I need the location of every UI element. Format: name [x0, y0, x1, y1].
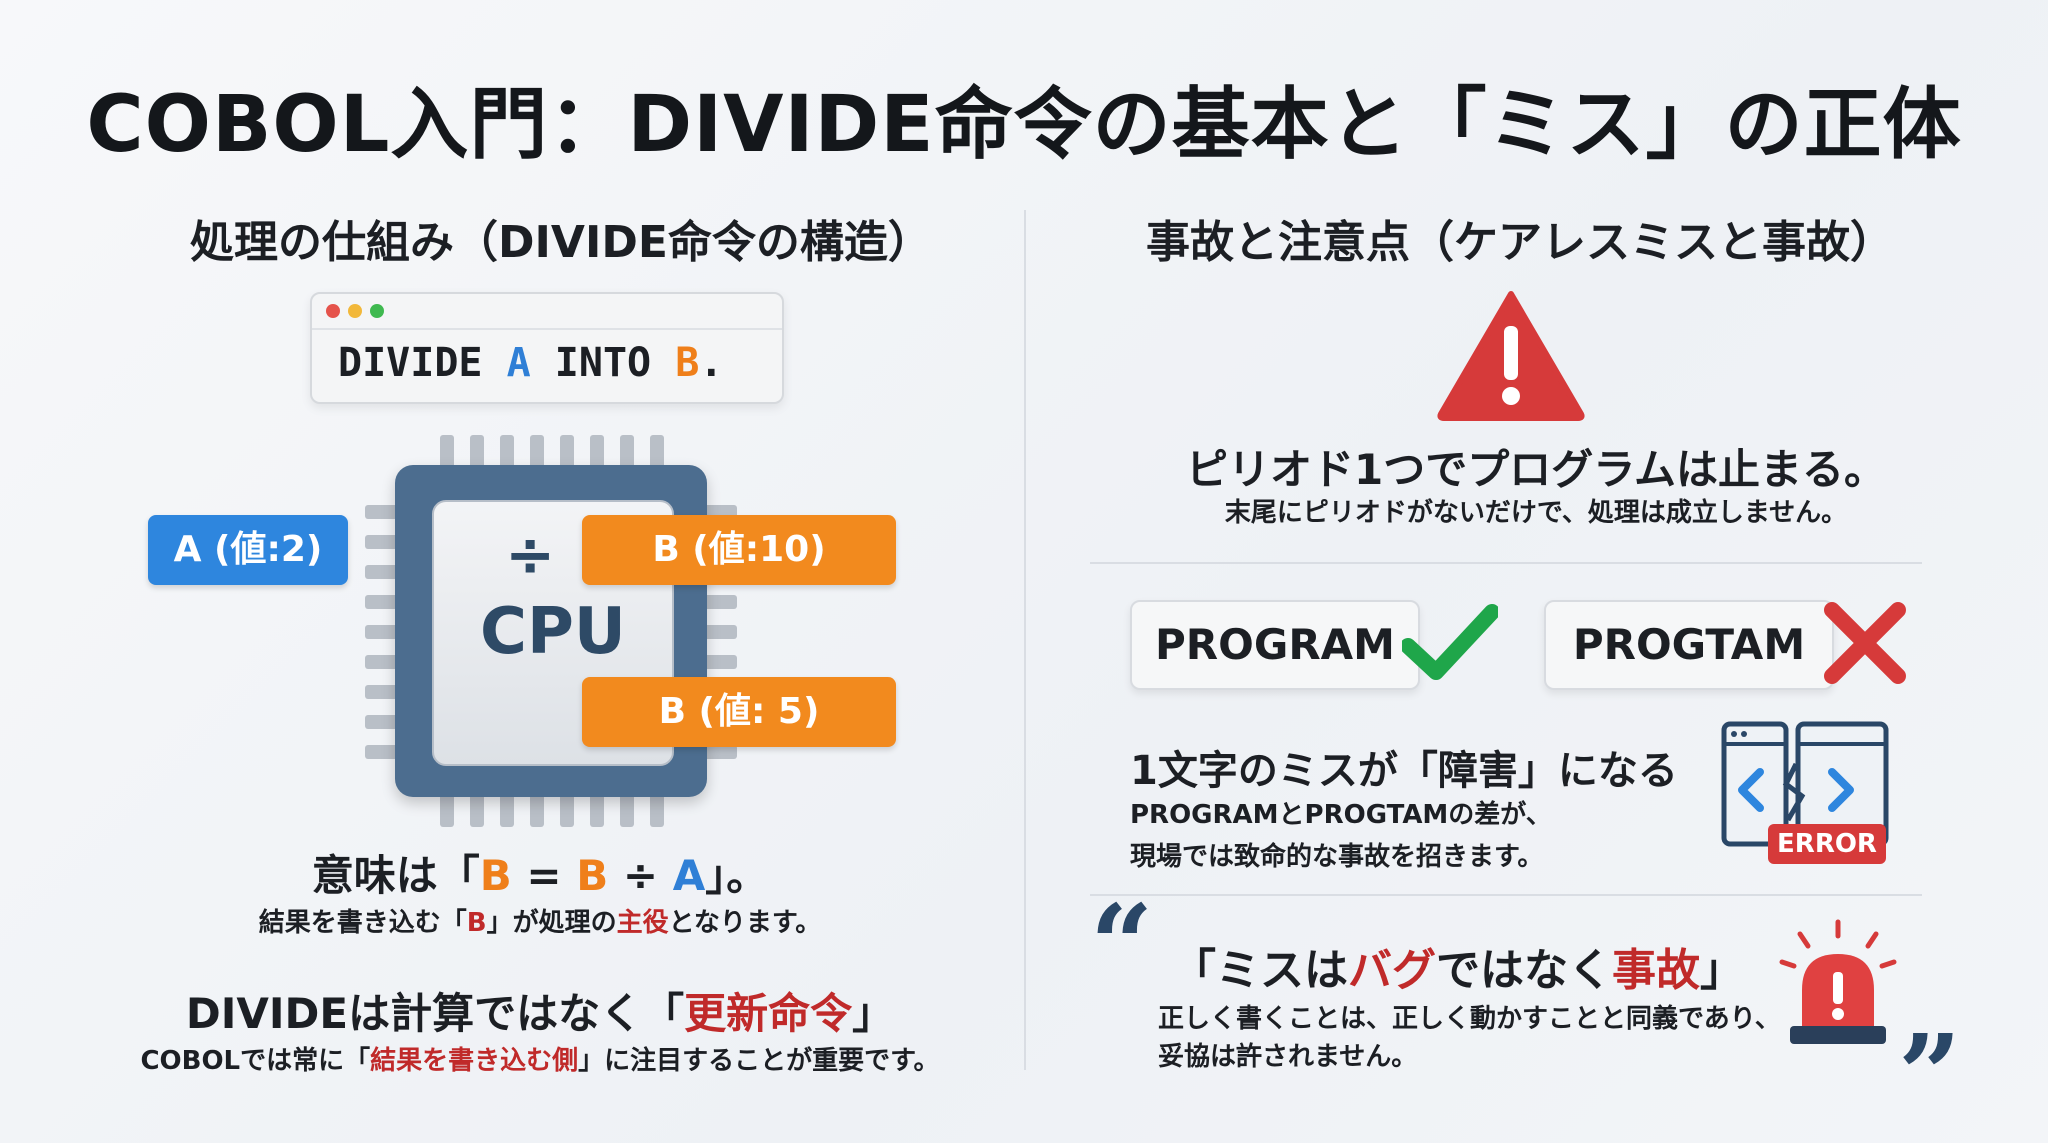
quote-highlight-bug: バグ — [1348, 945, 1436, 996]
update-highlight: 更新命令 — [684, 989, 853, 1038]
update-sub-post: 」に注目することが重要です。 — [578, 1046, 940, 1076]
code-statement: DIVIDE A INTO B. — [338, 340, 723, 386]
update-sub-pre: COBOLでは常に「 — [140, 1046, 371, 1076]
update-subtext: COBOLでは常に「結果を書き込む側」に注目することが重要です。 — [0, 1040, 1080, 1077]
cpu-label: CPU — [480, 595, 626, 669]
meaning-b1: B — [479, 851, 512, 900]
code-period: . — [699, 340, 724, 386]
quote-post: 」 — [1700, 945, 1744, 996]
warning-icon — [1436, 288, 1586, 426]
meaning-sub-post: となります。 — [668, 908, 822, 938]
meaning-pre: 意味は「 — [311, 851, 480, 900]
left-section-heading: 処理の仕組み（DIVIDE命令の構造） — [190, 217, 932, 268]
alarm-siren-icon — [1778, 918, 1898, 1062]
right-divider-1 — [1090, 562, 1922, 564]
update-heading: DIVIDEは計算ではなく「更新命令」 — [0, 980, 1080, 1041]
check-icon — [1400, 604, 1500, 688]
meaning-post: 」。 — [705, 851, 769, 900]
column-divider — [1024, 210, 1026, 1070]
right-divider-2 — [1090, 894, 1922, 896]
word-correct-box: PROGRAM — [1130, 600, 1420, 690]
cross-icon — [1822, 600, 1908, 690]
quote-mid: ではなく — [1436, 945, 1612, 996]
code-window-titlebar — [312, 294, 782, 330]
quote-subtext-2: 妥協は許されません。 — [1158, 1042, 1418, 1072]
meaning-heading: 意味は「B = B ÷ A」。 — [0, 842, 1080, 903]
meaning-div: ÷ — [608, 851, 673, 900]
meaning-b2: B — [576, 851, 609, 900]
operand-a-tag: A (値:2) — [148, 515, 348, 585]
quote-pre: 「ミスは — [1172, 945, 1348, 996]
broken-code-error-icon: ERROR — [1720, 720, 1890, 870]
quote-highlight-accident: 事故 — [1612, 945, 1700, 996]
code-keyword-into: INTO — [554, 340, 652, 386]
typo-subtext-1: PROGRAMとPROGTAMの差が、 — [1130, 800, 1552, 830]
cpu-chip-illustration — [365, 435, 737, 827]
quote-subtext-1: 正しく書くことは、正しく動かすことと同義であり、 — [1158, 1004, 1781, 1034]
minimize-dot-icon — [348, 304, 362, 318]
typo-heading: 1文字のミスが「障害」になる — [1130, 748, 1678, 794]
code-keyword-divide: DIVIDE — [338, 340, 483, 386]
code-operand-a: A — [506, 340, 531, 386]
operand-b-after-tag: B (値: 5) — [582, 677, 896, 747]
right-section-heading: 事故と注意点（ケアレスミスと事故） — [1146, 217, 1894, 268]
divide-icon: ÷ — [505, 520, 556, 590]
close-quote-icon: ” — [1898, 1010, 1962, 1139]
maximize-dot-icon — [370, 304, 384, 318]
error-badge: ERROR — [1768, 824, 1886, 864]
meaning-sub-mid: 」が処理の — [486, 908, 617, 938]
meaning-sub-b: B — [466, 908, 487, 938]
code-operand-b: B — [675, 340, 700, 386]
meaning-subtext: 結果を書き込む「B」が処理の主役となります。 — [0, 902, 1080, 939]
meaning-a: A — [672, 851, 706, 900]
operand-b-before-tag: B (値:10) — [582, 515, 896, 585]
update-post: 」 — [852, 989, 895, 1038]
meaning-sub-pre: 結果を書き込む「 — [258, 908, 467, 938]
period-subtext: 末尾にピリオドがないだけで、処理は成立しません。 — [1224, 498, 1848, 528]
page-title: COBOL入門：DIVIDE命令の基本と「ミス」の正体 — [86, 80, 1962, 170]
meaning-sub-highlight: 主役 — [616, 908, 669, 938]
update-pre: DIVIDEは計算ではなく「 — [185, 989, 685, 1038]
close-dot-icon — [326, 304, 340, 318]
word-typo-box: PROGTAM — [1544, 600, 1834, 690]
meaning-eq: = — [511, 851, 577, 900]
open-quote-icon: “ — [1090, 880, 1154, 1009]
update-sub-highlight: 結果を書き込む側 — [370, 1046, 579, 1076]
code-window: DIVIDE A INTO B. — [310, 292, 784, 404]
typo-subtext-2: 現場では致命的な事故を招きます。 — [1130, 842, 1544, 872]
quote-heading: 「ミスはバグではなく事故」 — [1172, 934, 1744, 998]
period-heading: ピリオド1つでプログラムは止まる。 — [1186, 445, 1886, 494]
